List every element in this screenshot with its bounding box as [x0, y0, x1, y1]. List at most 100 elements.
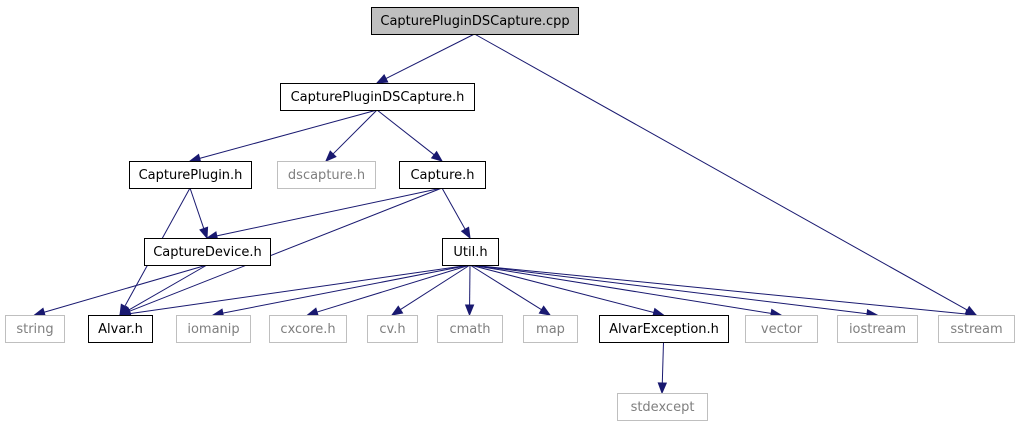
node-root[interactable]: CapturePluginDSCapture.cpp [371, 7, 579, 35]
edge-h-to-dscap-line [332, 109, 378, 155]
node-util-label: Util.h [453, 245, 487, 260]
node-alvar-label: Alvar.h [98, 322, 143, 337]
edge-cdevice-to-alvar-line [128, 264, 208, 311]
edge-capture-to-alvar-line [129, 187, 443, 312]
node-h[interactable]: CapturePluginDSCapture.h [280, 83, 475, 111]
edge-h-to-capture-line [376, 109, 435, 156]
edge-util-to-cxcore [306, 264, 471, 317]
node-iostream-label: iostream [849, 322, 906, 337]
node-util[interactable]: Util.h [442, 238, 499, 266]
node-map-label: map [536, 322, 565, 337]
node-sstream: sstream [938, 315, 1015, 343]
edge-util-to-alvarex-line [469, 264, 654, 313]
node-string-box [5, 315, 65, 343]
edge-util-to-vector-line [469, 264, 772, 314]
edge-capture-to-util [441, 187, 471, 240]
edge-cdevice-to-alvar [118, 264, 208, 316]
edge-util-to-cxcore-arrowhead [306, 307, 319, 317]
node-cxcore-label: cxcore.h [280, 322, 335, 337]
edge-cplugin-to-cdevice-arrowhead [199, 226, 209, 240]
node-map: map [523, 315, 578, 343]
edge-util-to-cxcore-line [316, 264, 471, 313]
nodes-layer: CapturePluginDSCapture.cppCapturePluginD… [5, 7, 1015, 421]
node-capture[interactable]: Capture.h [399, 161, 486, 189]
node-alvarex[interactable]: AlvarException.h [599, 315, 729, 343]
node-alvarex-label: AlvarException.h [609, 322, 719, 337]
node-cmath-box [437, 315, 503, 343]
node-cmath-label: cmath [449, 322, 490, 337]
node-cplugin-box [129, 161, 252, 189]
node-cdevice-box [144, 238, 271, 266]
node-cplugin-label: CapturePlugin.h [139, 168, 243, 183]
node-iostream-box [837, 315, 918, 343]
node-iomanip: iomanip [176, 315, 251, 343]
edge-util-to-iomanip-line [222, 264, 471, 314]
edge-util-to-cv-line [400, 264, 471, 311]
node-string-label: string [16, 322, 53, 337]
node-cv-box [367, 315, 418, 343]
node-cxcore: cxcore.h [269, 315, 347, 343]
node-h-label: CapturePluginDSCapture.h [291, 90, 465, 105]
node-stdexcept-box [617, 393, 708, 421]
edge-capture-to-util-arrowhead [460, 226, 471, 240]
node-iostream: iostream [837, 315, 918, 343]
edge-util-to-alvarex [469, 264, 665, 317]
edge-h-to-cplugin-line [199, 109, 378, 159]
node-capture-label: Capture.h [410, 168, 474, 183]
node-dscap: dscapture.h [277, 161, 376, 189]
edge-util-to-sstream-line [469, 264, 967, 315]
edge-alvarex-to-stdexcept-line [661, 341, 664, 384]
node-cv: cv.h [367, 315, 418, 343]
node-alvarex-box [599, 315, 729, 343]
node-dscap-box [277, 161, 376, 189]
edge-h-to-dscap [325, 109, 378, 162]
edge-util-to-iostream-line [469, 264, 868, 315]
edge-h-to-capture-arrowhead [430, 150, 444, 162]
node-map-box [523, 315, 578, 343]
edge-util-to-map-arrowhead [538, 305, 552, 316]
node-iomanip-box [176, 315, 251, 343]
edge-alvarex-to-stdexcept-arrowhead [657, 382, 668, 395]
edge-cdevice-to-string-arrowhead [33, 307, 46, 317]
edge-util-to-iostream [469, 264, 879, 319]
edge-util-to-cv-arrowhead [390, 305, 404, 316]
edge-root-to-h [375, 33, 475, 84]
node-stdexcept-label: stdexcept [631, 400, 695, 415]
edge-alvarex-to-stdexcept [657, 341, 668, 395]
edge-root-to-sstream-line [474, 33, 968, 311]
node-h-box [280, 83, 475, 111]
edge-cplugin-to-cdevice [189, 187, 209, 240]
edge-util-to-iomanip [211, 264, 471, 318]
node-util-box [442, 238, 499, 266]
edge-h-to-cplugin [188, 109, 378, 163]
node-dscap-label: dscapture.h [288, 168, 365, 183]
edge-util-to-map [469, 264, 552, 316]
node-root-label: CapturePluginDSCapture.cpp [380, 14, 569, 29]
edge-h-to-dscap-arrowhead [325, 150, 337, 162]
edge-util-to-map-line [469, 264, 542, 311]
node-cplugin[interactable]: CapturePlugin.h [129, 161, 252, 189]
node-cdevice[interactable]: CaptureDevice.h [144, 238, 271, 266]
node-capture-box [399, 161, 486, 189]
edge-h-to-capture [376, 109, 444, 162]
edge-util-to-alvar-line [129, 264, 471, 315]
node-root-box [371, 7, 579, 35]
node-cmath: cmath [437, 315, 503, 343]
node-iomanip-label: iomanip [187, 322, 239, 337]
node-cv-label: cv.h [379, 322, 405, 337]
edge-util-to-alvar [118, 264, 471, 319]
edge-capture-to-cdevice [205, 187, 443, 241]
edge-capture-to-cdevice-line [216, 187, 443, 237]
node-cdevice-label: CaptureDevice.h [153, 245, 262, 260]
node-string: string [5, 315, 65, 343]
node-vector: vector [745, 315, 818, 343]
edge-cdevice-to-string-line [43, 264, 208, 313]
edge-util-to-cmath-arrowhead [464, 304, 475, 317]
node-stdexcept: stdexcept [617, 393, 708, 421]
edge-cplugin-to-cdevice-line [189, 187, 205, 229]
edges-layer [33, 33, 978, 395]
node-alvar[interactable]: Alvar.h [88, 315, 153, 343]
edge-util-to-cv [390, 264, 471, 316]
edge-root-to-h-line [385, 33, 475, 79]
